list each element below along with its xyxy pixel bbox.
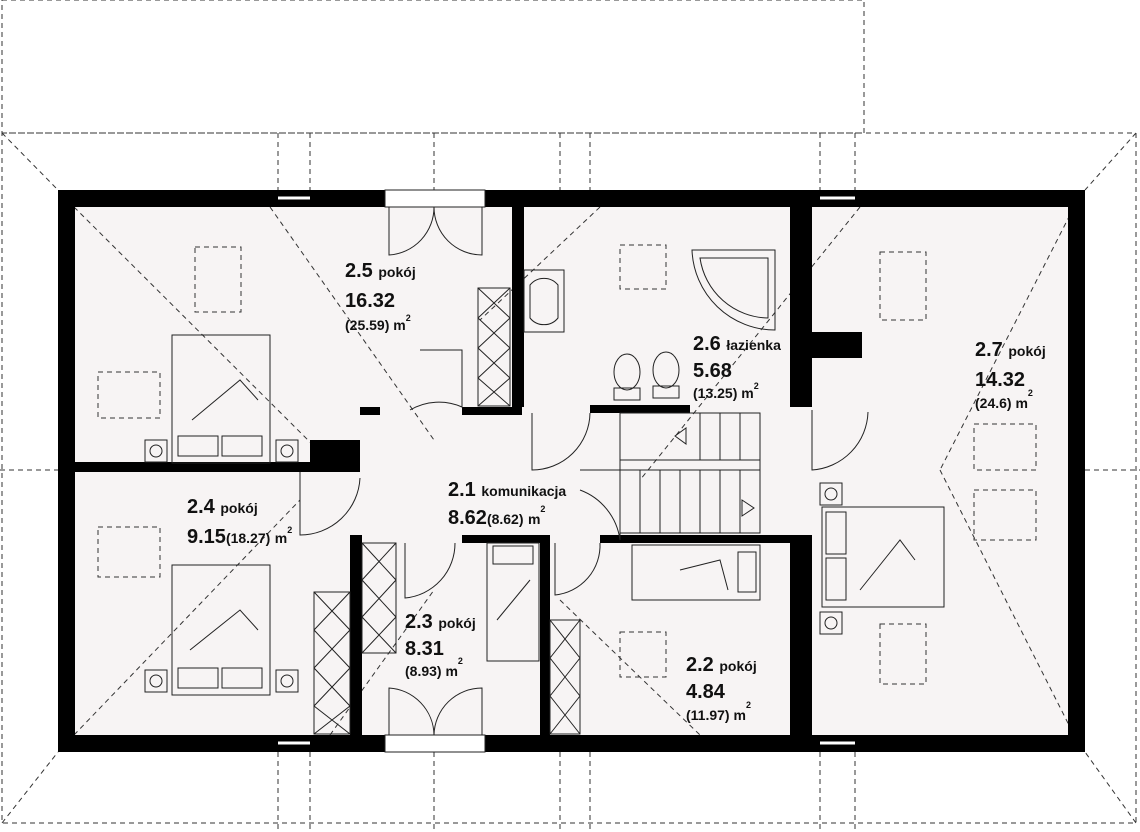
area-unit-exponent: 2 [406,313,411,323]
room-name: komunikacja [481,483,566,499]
svg-text:2.3 pokój: 2.3 pokój [405,611,476,633]
svg-text:2.7 pokój: 2.7 pokój [975,339,1046,361]
svg-text:2.2 pokój: 2.2 pokój [686,654,757,676]
area-unit-exponent: 2 [746,700,751,710]
sink-icon [523,269,565,333]
svg-text:(25.59) m2: (25.59) m2 [345,313,411,333]
room-area: 8.62 [448,507,487,529]
bed-icon [171,334,945,696]
room-number: 2.6 [693,333,721,355]
area-unit: m [275,530,287,546]
room-area: 4.84 [686,681,726,703]
svg-text:(11.97) m2: (11.97) m2 [686,700,751,723]
room-label-2-1: 2.1 komunikacja 8.62(8.62) m2 [448,479,566,529]
room-number: 2.1 [448,479,476,501]
room-label-2-6: 2.6 łazienka 5.68 (13.25) m2 [693,333,781,401]
room-area-total: (13.25) [693,385,737,401]
room-area: 16.32 [345,290,395,312]
toilet-icon [613,351,680,401]
room-number: 2.5 [345,260,373,282]
room-label-2-4: 2.4 pokój 9.15(18.27) m2 [187,496,292,548]
bathtub-icon [691,249,776,331]
walls [58,190,1085,752]
room-area: 9.15 [187,526,226,548]
svg-text:2.1 komunikacja: 2.1 komunikacja [448,479,566,501]
room-area-total: (24.6) [975,395,1012,411]
svg-text:(24.6) m2: (24.6) m2 [975,388,1033,411]
room-name: pokój [1008,343,1045,359]
room-area-total: (8.93) [405,663,442,679]
room-label-2-3: 2.3 pokój 8.31 (8.93) m2 [405,611,476,679]
room-number: 2.7 [975,339,1003,361]
svg-text:2.6 łazienka: 2.6 łazienka [693,333,781,355]
room-label-2-7: 2.7 pokój 14.32 (24.6) m2 [975,339,1046,411]
nightstand-icon [144,439,843,693]
svg-text:2.5 pokój: 2.5 pokój [345,260,416,282]
roof-windows [97,244,1037,685]
room-name: pokój [220,500,257,516]
room-number: 2.3 [405,611,433,633]
svg-text:(8.93) m2: (8.93) m2 [405,656,463,679]
room-name: łazienka [726,337,781,353]
stairs-icon [619,412,761,534]
area-unit: m [741,385,753,401]
wardrobe-icon [313,287,581,735]
room-area: 14.32 [975,369,1025,391]
window-icon [278,196,855,745]
room-area-total: (25.59) [345,317,389,333]
door-swing-icon [299,189,869,753]
room-area: 5.68 [693,360,732,382]
room-label-2-2: 2.2 pokój 4.84 (11.97) m2 [686,654,757,723]
room-name: pokój [378,264,415,280]
area-unit: m [445,663,457,679]
svg-text:2.4 pokój: 2.4 pokój [187,496,258,518]
room-area-total: (18.27) [226,530,270,546]
area-unit: m [733,707,745,723]
svg-text:8.62(8.62) m2: 8.62(8.62) m2 [448,504,545,529]
room-number: 2.2 [686,654,714,676]
area-unit-exponent: 2 [287,525,292,535]
area-unit-exponent: 2 [540,504,545,514]
area-unit-exponent: 2 [1028,388,1033,398]
room-area-total: (8.62) [487,511,524,527]
area-unit: m [1015,395,1027,411]
svg-text:(13.25) m2: (13.25) m2 [693,381,759,401]
area-unit: m [393,317,405,333]
svg-text:9.15(18.27) m2: 9.15(18.27) m2 [187,525,292,548]
room-area-total: (11.97) [686,707,730,723]
room-number: 2.4 [187,496,216,518]
room-name: pokój [438,615,475,631]
room-label-2-5: 2.5 pokój 16.32 (25.59) m2 [345,260,416,333]
area-unit-exponent: 2 [754,381,759,391]
area-unit: m [528,511,540,527]
room-name: pokój [719,658,756,674]
area-unit-exponent: 2 [458,656,463,666]
room-area: 8.31 [405,638,444,660]
